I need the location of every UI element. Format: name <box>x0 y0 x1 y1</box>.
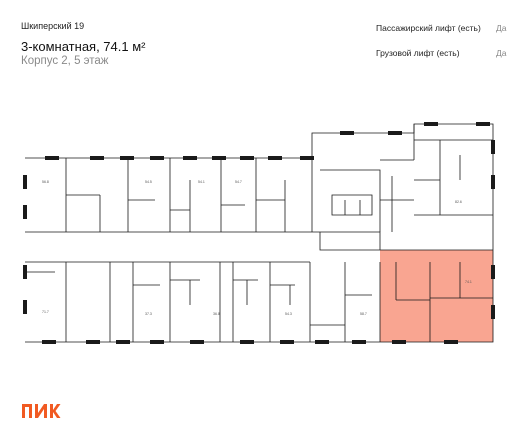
project-name: Шкиперский 19 <box>21 21 85 31</box>
unit-area-label: 37.3 <box>145 312 152 316</box>
unit-area-label: 58.7 <box>360 312 367 316</box>
spec-passenger-lift-value: Да <box>496 23 507 33</box>
unit-area-label: 36.8 <box>213 312 220 316</box>
unit-area-label: 54.5 <box>145 180 152 184</box>
unit-area-label: 82.6 <box>455 200 462 204</box>
unit-area-label: 54.1 <box>198 180 205 184</box>
unit-area-label: 74.1 <box>465 280 472 284</box>
unit-area-label: 71.7 <box>42 310 49 314</box>
selected-apartment[interactable] <box>380 250 493 342</box>
pik-logo <box>22 404 61 418</box>
spec-freight-lift-label: Грузовой лифт (есть) <box>376 48 460 58</box>
spec-freight-lift-value: Да <box>496 48 507 58</box>
unit-area-label: 54.7 <box>235 180 242 184</box>
unit-area-label: 56.8 <box>42 180 49 184</box>
building-floor: Корпус 2, 5 этаж <box>21 55 109 67</box>
spec-passenger-lift-label: Пассажирский лифт (есть) <box>376 23 481 33</box>
apartment-title: 3-комнатная, 74.1 м² <box>21 39 146 54</box>
unit-area-label: 54.3 <box>285 312 292 316</box>
